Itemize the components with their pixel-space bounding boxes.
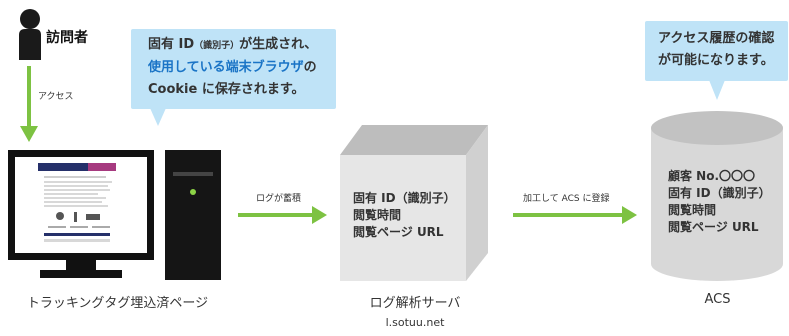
cylinder-line-time: 閲覧時間	[668, 203, 717, 217]
visitor-label: 訪問者	[46, 30, 88, 46]
caption-acs: ACS	[704, 292, 731, 307]
visitor-person-icon	[19, 9, 41, 60]
caption-tracking-page: トラッキングタグ埋込済ページ	[26, 296, 209, 311]
log-server-box	[340, 125, 488, 281]
bubble-right-line1: アクセス履歴の確認	[658, 31, 775, 46]
bubble-left-line3: Cookie に保存されます。	[148, 82, 305, 97]
arrow-process-register	[513, 206, 637, 224]
info-bubble-left-tail	[150, 108, 166, 126]
access-label: アクセス	[38, 92, 74, 102]
bubble-right-line2: が可能になります。	[658, 53, 774, 68]
cylinder-line-id: 固有 ID（識別子）	[668, 186, 771, 200]
acs-database-cylinder	[651, 111, 783, 281]
server-line-time: 閲覧時間	[353, 208, 402, 222]
bubble-left-line1: 固有 ID（識別子）が生成され、	[148, 37, 318, 52]
bubble-left-line2: 使用している端末ブラウザの	[148, 60, 317, 75]
arrow-log-accumulate	[238, 206, 327, 224]
access-arrow	[20, 66, 38, 142]
info-bubble-right	[645, 21, 788, 81]
info-bubble-left	[131, 29, 336, 109]
caption-log-server: ログ解析サーバ	[369, 296, 461, 311]
monitor-icon	[8, 150, 154, 278]
pc-tower-icon	[165, 150, 221, 280]
cylinder-line-url: 閲覧ページ URL	[668, 220, 759, 234]
info-bubble-right-tail	[709, 80, 725, 100]
server-line-id: 固有 ID（識別子）	[353, 191, 456, 205]
label-log-accumulate: ログが蓄積	[256, 194, 302, 204]
server-line-url: 閲覧ページ URL	[353, 225, 444, 239]
credit-text: l.sotuu.net	[385, 316, 445, 329]
cylinder-line-customer: 顧客 No.〇〇〇	[668, 169, 756, 183]
label-process-register: 加工して ACS に登録	[523, 194, 610, 204]
